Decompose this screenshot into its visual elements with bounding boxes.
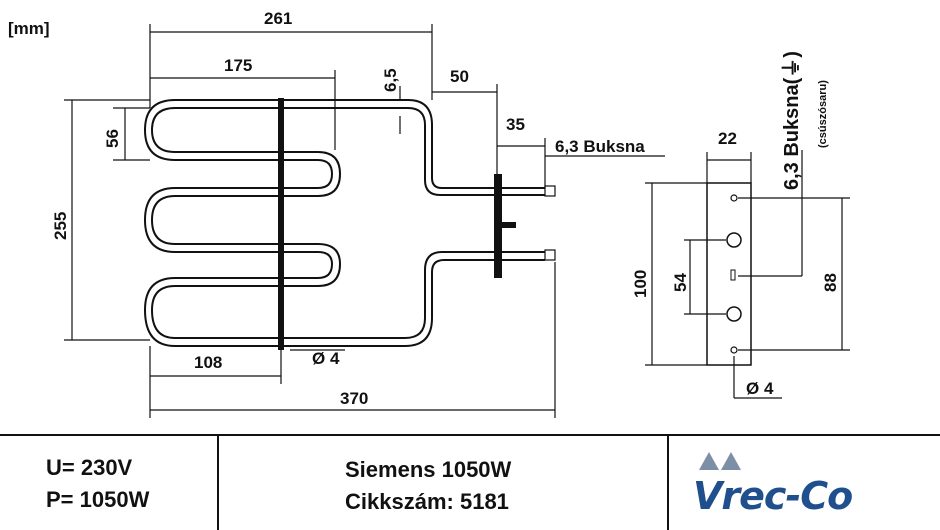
dim-6-5: 6,5 xyxy=(381,68,400,92)
buksna-ground-label: 6,3 Buksna(⏚) xyxy=(780,51,803,190)
flange-plate xyxy=(494,174,502,278)
article-number: 5181 xyxy=(459,489,509,514)
logo-area: Vrec-Co xyxy=(669,436,940,530)
terminal-bottom xyxy=(544,249,556,261)
voltage-text: U= 230V xyxy=(46,455,133,480)
flange-side-view xyxy=(645,150,850,399)
dimension-lines xyxy=(64,24,665,418)
dim-diameter-4-right: Ø 4 xyxy=(746,379,774,398)
dim-54: 54 xyxy=(671,273,690,292)
dim-175: 175 xyxy=(224,56,252,75)
dim-261: 261 xyxy=(264,9,292,28)
article-line: Cikkszám: 5181 xyxy=(345,486,667,518)
company-logo: Vrec-Co xyxy=(693,474,853,518)
dim-56: 56 xyxy=(103,129,122,148)
dim-22: 22 xyxy=(718,129,737,148)
heating-tube xyxy=(143,98,556,350)
logo-mark-left xyxy=(699,452,719,470)
article-label: Cikkszám: xyxy=(345,489,454,514)
csuszosaru-label: (csúszósaru) xyxy=(817,80,829,148)
heating-element-drawing: [mm] 261 175 6,5 xyxy=(8,9,850,418)
dim-50: 50 xyxy=(450,67,469,86)
mounting-bracket xyxy=(278,98,284,350)
unit-label: [mm] xyxy=(8,19,50,38)
power-text: P= 1050W xyxy=(46,487,150,512)
logo-mark-right xyxy=(721,452,741,470)
dim-255: 255 xyxy=(51,212,70,240)
dim-diameter-4-left: Ø 4 xyxy=(312,349,340,368)
product-info: Siemens 1050W Cikkszám: 5181 xyxy=(219,436,669,530)
product-name: Siemens 1050W xyxy=(345,457,512,482)
dim-108: 108 xyxy=(194,353,222,372)
dim-100: 100 xyxy=(631,270,650,298)
dim-88: 88 xyxy=(821,273,840,292)
info-footer: U= 230V P= 1050W Siemens 1050W Cikkszám:… xyxy=(0,434,940,530)
dim-370: 370 xyxy=(340,389,368,408)
buksna-label: 6,3 Buksna xyxy=(555,137,645,156)
terminal-top xyxy=(544,185,556,197)
dim-35: 35 xyxy=(506,115,525,134)
electrical-specs: U= 230V P= 1050W xyxy=(0,436,219,530)
